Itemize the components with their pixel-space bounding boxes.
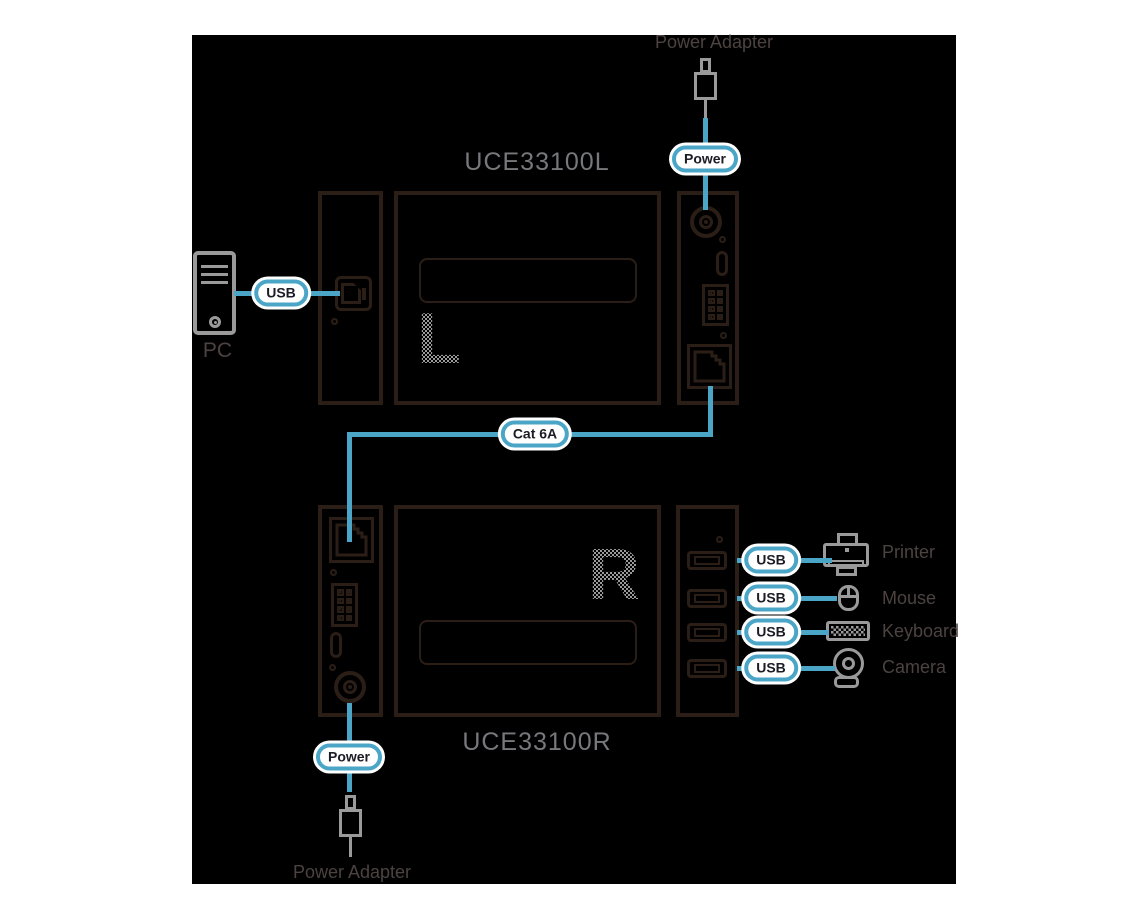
- printer-icon: [823, 533, 869, 576]
- cat6a-cable-vertical-left: [347, 432, 352, 542]
- remote-vent: [419, 620, 637, 665]
- dc-jack-remote-inner: [343, 680, 357, 694]
- power-adapter-top-label: Power Adapter: [654, 32, 774, 52]
- usb-badge-camera: USB: [744, 654, 798, 682]
- remote-right-panel: [676, 505, 739, 717]
- dc-jack-pin: [704, 220, 708, 224]
- local-main-panel: [394, 191, 661, 405]
- local-led-2: [719, 236, 726, 243]
- pc-vent-line: [201, 281, 228, 284]
- plug-wire: [704, 100, 707, 120]
- remote-logo-letter: R: [588, 535, 640, 615]
- webcam-ring: [833, 648, 864, 679]
- power-adapter-bottom-label: Power Adapter: [292, 862, 412, 882]
- dc-jack-remote: [334, 671, 366, 703]
- local-logo-letter: L: [417, 299, 461, 379]
- usb-badge-printer: USB: [744, 546, 798, 574]
- power-plug-icon: [694, 58, 718, 121]
- mouse-label: Mouse: [882, 588, 937, 608]
- usb-b-port-inner: [341, 283, 361, 304]
- plug-barrel: [339, 809, 362, 837]
- usb-a-port-2: [687, 589, 727, 608]
- remote-led-2: [329, 664, 336, 671]
- pc-vent-line: [201, 265, 228, 268]
- terminal-block-remote: [331, 583, 358, 627]
- usb-badge-pc: USB: [254, 279, 308, 307]
- usb-badge-keyboard: USB: [744, 618, 798, 646]
- pc-label: PC: [202, 339, 233, 362]
- dc-jack-remote-pin: [348, 685, 352, 689]
- camera-label: Camera: [882, 657, 947, 677]
- keyboard-label: Keyboard: [882, 621, 960, 641]
- power-plug-icon: [338, 795, 362, 858]
- keyboard-icon: [826, 621, 870, 641]
- usb-a-port-3: [687, 623, 727, 642]
- local-left-panel: [318, 191, 383, 405]
- mouse-button-line: [841, 595, 856, 598]
- remote-unit-title: UCE33100R: [462, 728, 612, 756]
- rj45-port-local: [687, 344, 732, 389]
- pc-tower-icon: [193, 251, 236, 335]
- printer-led: [845, 548, 849, 552]
- mouse-icon: [838, 585, 859, 611]
- diagram-background: [192, 35, 956, 884]
- usb-a-port-1-tongue: [694, 556, 720, 565]
- remote-led-3: [716, 536, 723, 543]
- local-led: [331, 318, 338, 325]
- usb-a-port-4-tongue: [694, 664, 720, 673]
- local-unit-title: UCE33100L: [464, 148, 610, 176]
- webcam-icon: [832, 648, 866, 690]
- keyboard-keys: [831, 626, 865, 636]
- usb-a-port-1: [687, 551, 727, 570]
- plug-barrel: [694, 72, 717, 100]
- power-badge-bottom: Power: [315, 743, 383, 771]
- dc-jack-inner: [699, 215, 713, 229]
- plug-tip: [700, 58, 711, 73]
- plug-wire: [349, 837, 352, 857]
- pc-vent-line: [201, 273, 228, 276]
- printer-label: Printer: [882, 542, 936, 562]
- cat6a-cable-vertical-right: [708, 386, 713, 435]
- usb-a-port-4: [687, 659, 727, 678]
- webcam-lens: [842, 657, 855, 670]
- local-vent: [419, 258, 637, 303]
- pc-power-button: [209, 316, 221, 328]
- usb-c-port: [716, 251, 728, 276]
- remote-led: [330, 569, 337, 576]
- usb-a-port-3-tongue: [694, 628, 720, 637]
- usb-c-port-remote: [330, 632, 342, 658]
- usb-b-port-pin: [362, 288, 366, 300]
- cat6a-badge: Cat 6A: [500, 420, 570, 448]
- printer-tray: [836, 566, 857, 576]
- terminal-block: [702, 284, 729, 326]
- usb-a-port-2-tongue: [694, 594, 720, 603]
- plug-tip: [345, 795, 356, 810]
- local-led-3: [720, 332, 727, 339]
- usb-badge-mouse: USB: [744, 584, 798, 612]
- power-badge-top: Power: [671, 145, 739, 173]
- remote-main-panel: [394, 505, 661, 717]
- mouse-wheel: [847, 588, 850, 596]
